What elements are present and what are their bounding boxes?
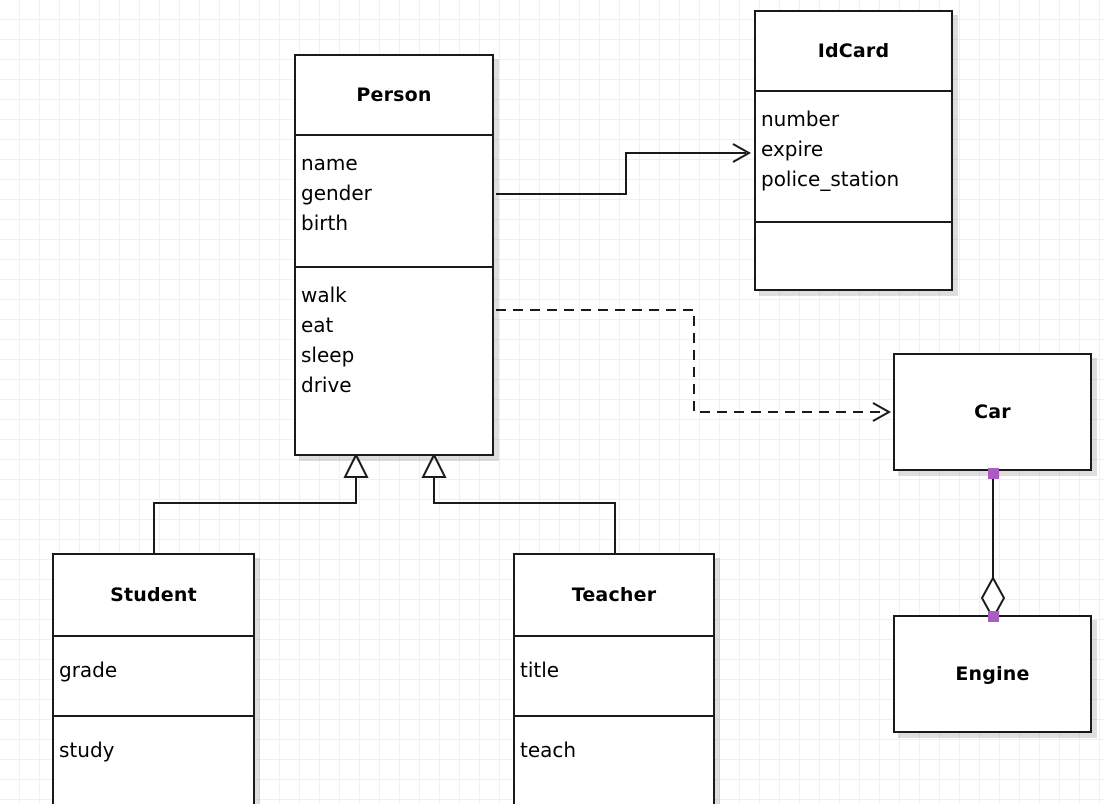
attribute: birth (301, 211, 348, 235)
class-person-title: Person (356, 84, 432, 106)
class-person-methods: walk eat sleep drive (296, 266, 492, 454)
class-idcard-title: IdCard (817, 40, 890, 62)
attribute: title (520, 658, 560, 682)
method: study (59, 738, 115, 762)
edge-person-idcard[interactable] (496, 143, 752, 195)
class-student-methods: study (54, 715, 253, 804)
class-teacher-title: Teacher (571, 584, 657, 606)
class-idcard-methods (756, 221, 951, 289)
attribute: name (301, 151, 358, 175)
attribute: grade (59, 658, 118, 682)
class-teacher-methods: teach (515, 715, 713, 804)
method: teach (520, 738, 577, 762)
edge-endpoint-handle-engine[interactable] (988, 611, 999, 622)
class-engine[interactable]: Engine (893, 615, 1092, 733)
class-person[interactable]: Person name gender birth walk eat sleep … (294, 54, 494, 456)
class-student[interactable]: Student grade study (52, 553, 255, 804)
class-student-attributes: grade (54, 635, 253, 715)
attribute: number (761, 107, 840, 131)
class-engine-title: Engine (955, 663, 1030, 685)
method: drive (301, 373, 352, 397)
class-car-title: Car (974, 401, 1011, 423)
edge-endpoint-handle-car[interactable] (988, 468, 999, 479)
attribute: police_station (761, 167, 900, 191)
attribute: gender (301, 181, 372, 205)
edge-car-engine[interactable] (980, 471, 1006, 621)
class-teacher-attributes: title (515, 635, 713, 715)
attribute: expire (761, 137, 824, 161)
edge-teacher-person[interactable] (421, 452, 616, 553)
method: sleep (301, 343, 355, 367)
class-idcard[interactable]: IdCard number expire police_station (754, 10, 953, 291)
method: walk (301, 283, 347, 307)
class-car[interactable]: Car (893, 353, 1092, 471)
class-student-title: Student (110, 584, 197, 606)
class-person-attributes: name gender birth (296, 134, 492, 266)
edge-person-car[interactable] (496, 309, 892, 422)
class-idcard-attributes: number expire police_station (756, 90, 951, 221)
method: eat (301, 313, 334, 337)
edge-student-person[interactable] (153, 452, 369, 553)
class-teacher[interactable]: Teacher title teach (513, 553, 715, 804)
